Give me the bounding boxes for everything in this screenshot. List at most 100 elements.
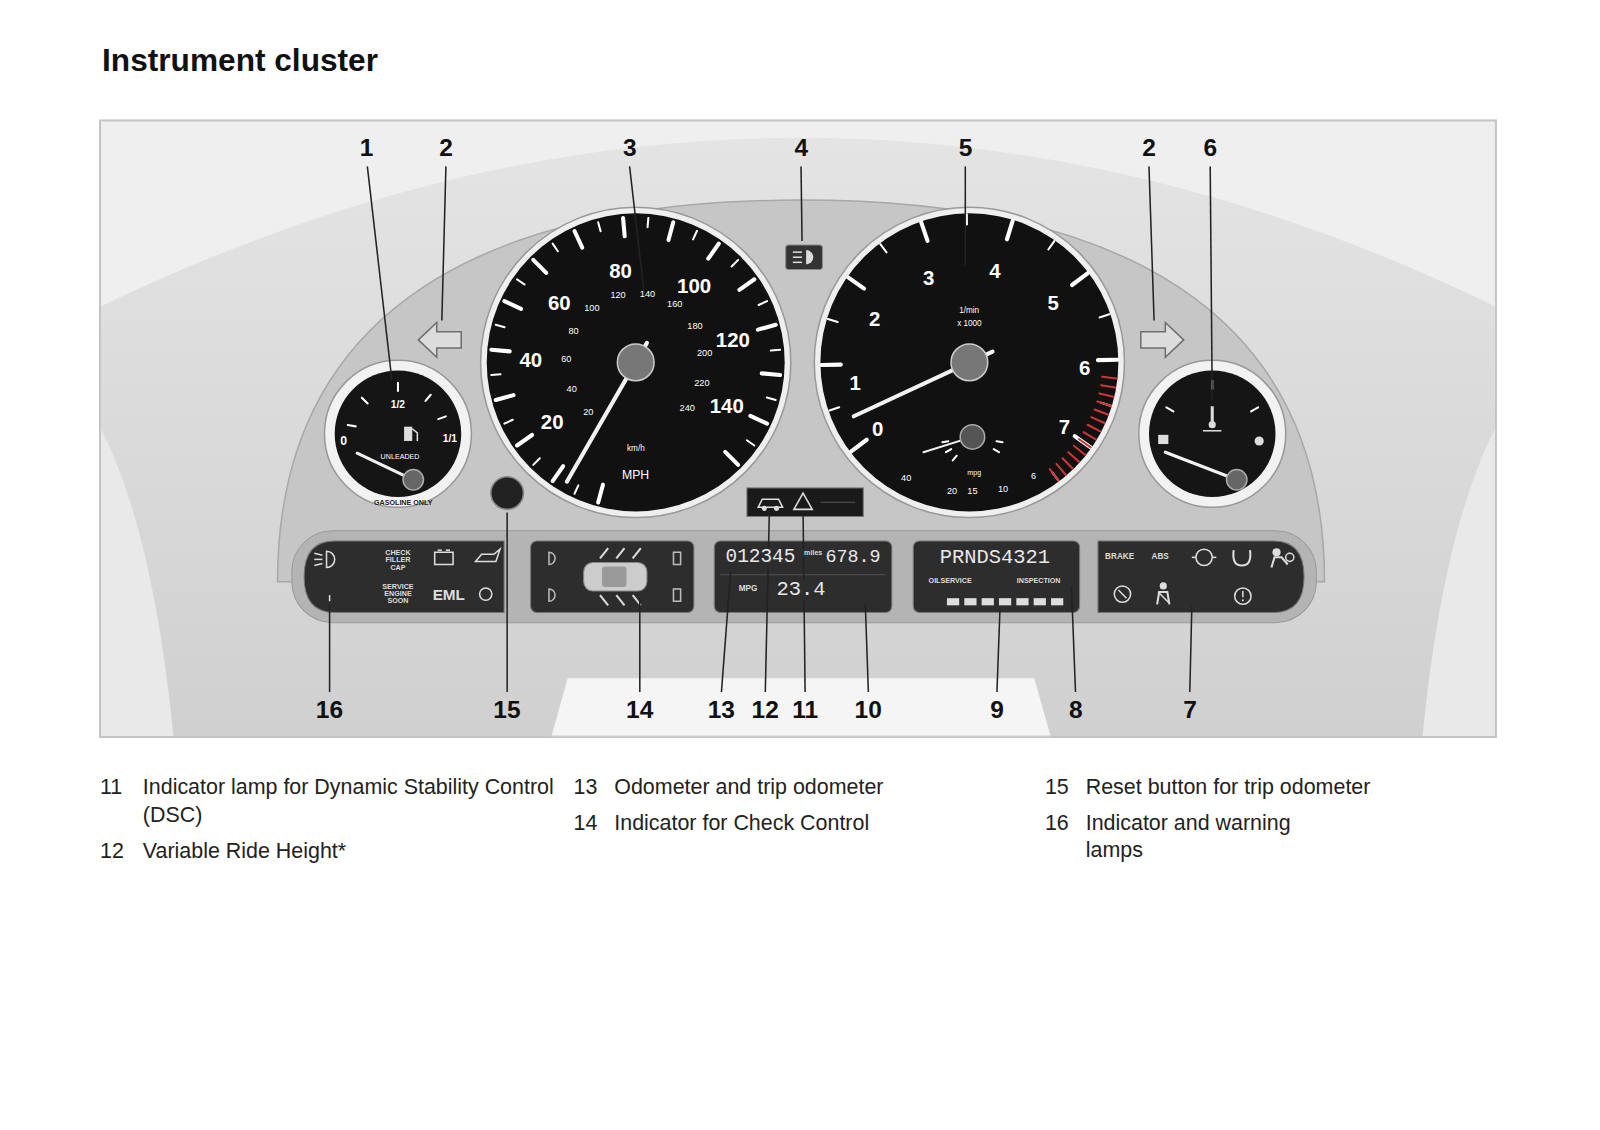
gauge-tick [668, 222, 673, 240]
check-control-car-icon [673, 589, 680, 601]
leader-line [506, 512, 508, 692]
gauge-tick [708, 244, 719, 259]
callout-number: 7 [1183, 697, 1197, 721]
speedometer [487, 213, 785, 511]
warning-lamp-icon [1114, 586, 1130, 602]
cluster-housing [278, 200, 1325, 582]
dsc-display [758, 499, 782, 507]
warning-lamp-icon [446, 549, 450, 551]
reset-button [491, 477, 524, 510]
service-interval-bars [999, 598, 1011, 605]
turn-signal-arrow [418, 323, 461, 358]
frame [100, 120, 1496, 737]
gauge-tick [491, 373, 500, 376]
gauge-number: 60 [548, 293, 571, 313]
warning-lamp-icon [1192, 557, 1196, 559]
leader-line [865, 604, 868, 692]
display-text: EML [432, 586, 466, 601]
gauge-text: 120 [610, 291, 625, 300]
callout-number: 15 [493, 697, 520, 721]
gauge-needle [1165, 452, 1236, 480]
warning-lamp-icon [1158, 592, 1168, 602]
callout-number: 14 [626, 697, 653, 721]
display-text: OILSERVICE [928, 576, 973, 583]
callout-number: 9 [990, 697, 1004, 721]
red-zone-tick [1063, 458, 1073, 468]
callout-number: 8 [1069, 697, 1083, 721]
gauge-tick [647, 218, 650, 227]
gauge-tick [496, 395, 514, 400]
red-zone-tick [1097, 401, 1111, 405]
check-control-car-icon [673, 552, 680, 564]
gauge-tick [533, 260, 546, 273]
warning-lamp-icon [1118, 590, 1126, 598]
page-title: Instrument cluster [102, 45, 378, 77]
gauge-tick [851, 440, 867, 452]
warning-lamp-icon [1196, 549, 1212, 565]
gauge-text: 15 [967, 486, 977, 495]
caption-text: Indicator and warning lamps [1086, 808, 1341, 863]
display-digits: PRNDS4321 [939, 548, 1051, 568]
red-zone-tick [1101, 385, 1115, 387]
warning-lamp-icon [1242, 591, 1244, 597]
gauge-tick [821, 363, 840, 367]
display-panel [913, 541, 1079, 612]
gauge-text: 60 [561, 355, 571, 364]
gauge-tick [553, 466, 564, 481]
temperature-gauge [1203, 430, 1221, 432]
red-zone-tick [1068, 452, 1079, 462]
callout-number: 2 [1142, 136, 1156, 160]
leader-line [1190, 606, 1192, 692]
warning-lamp-icon [1212, 557, 1216, 559]
gauge-tick [1251, 407, 1258, 411]
leader-line [801, 166, 802, 241]
high-beam-indicator [793, 251, 802, 253]
gauge-text: 20 [947, 486, 957, 495]
red-zone-tick [1091, 417, 1104, 423]
display-text: SERVICE ENGINE SOON [380, 582, 417, 603]
gauge-number: 100 [677, 276, 711, 296]
check-control-car-icon [633, 548, 641, 558]
gauge-number: 1/2 [391, 400, 405, 410]
gauge-number: 2 [869, 308, 880, 328]
dsc-display [820, 502, 855, 503]
gauge-text: MPH [622, 469, 649, 481]
cluster-housing [1422, 429, 1494, 736]
warning-lamp-icon [1160, 582, 1167, 589]
gauge-text: 20 [583, 409, 593, 418]
display-text: INSPECTION [1016, 576, 1062, 583]
leader-line [1149, 166, 1154, 320]
gauge-number: 1/1 [443, 434, 457, 444]
display-digits: 012345 [724, 548, 796, 567]
gauge-number: 140 [710, 396, 744, 416]
gauge-text: 6 [1031, 471, 1036, 480]
gauge-number: 120 [716, 330, 750, 350]
needle-hub [960, 425, 984, 449]
frame [100, 120, 1496, 737]
leader-line [765, 510, 769, 692]
callout-number: 2 [439, 136, 453, 160]
gauge-tick [1166, 407, 1173, 411]
warning-lamp-icon [476, 549, 500, 561]
red-zone-tick [1056, 464, 1065, 475]
caption-number: 14 [573, 808, 597, 836]
red-zone-tick [1083, 432, 1095, 439]
service-interval-bars [947, 598, 1063, 605]
callout-number: 11 [792, 697, 818, 721]
gauge-number: 20 [541, 411, 564, 431]
dsc-display [747, 488, 863, 517]
gauge-text: 80 [568, 327, 578, 336]
gauge-text: 160 [667, 300, 682, 309]
cluster-housing [101, 138, 1495, 736]
gauge-tick [623, 218, 625, 236]
gauge-text: 220 [694, 379, 709, 388]
gauge-tick [946, 449, 951, 452]
gauge-text: 40 [901, 473, 911, 482]
leader-line [1210, 166, 1212, 400]
gauge-tick [496, 325, 505, 327]
gauge-tick [725, 452, 738, 465]
leader-line [1071, 586, 1075, 692]
speedometer [481, 207, 791, 517]
speedometer [481, 207, 791, 517]
